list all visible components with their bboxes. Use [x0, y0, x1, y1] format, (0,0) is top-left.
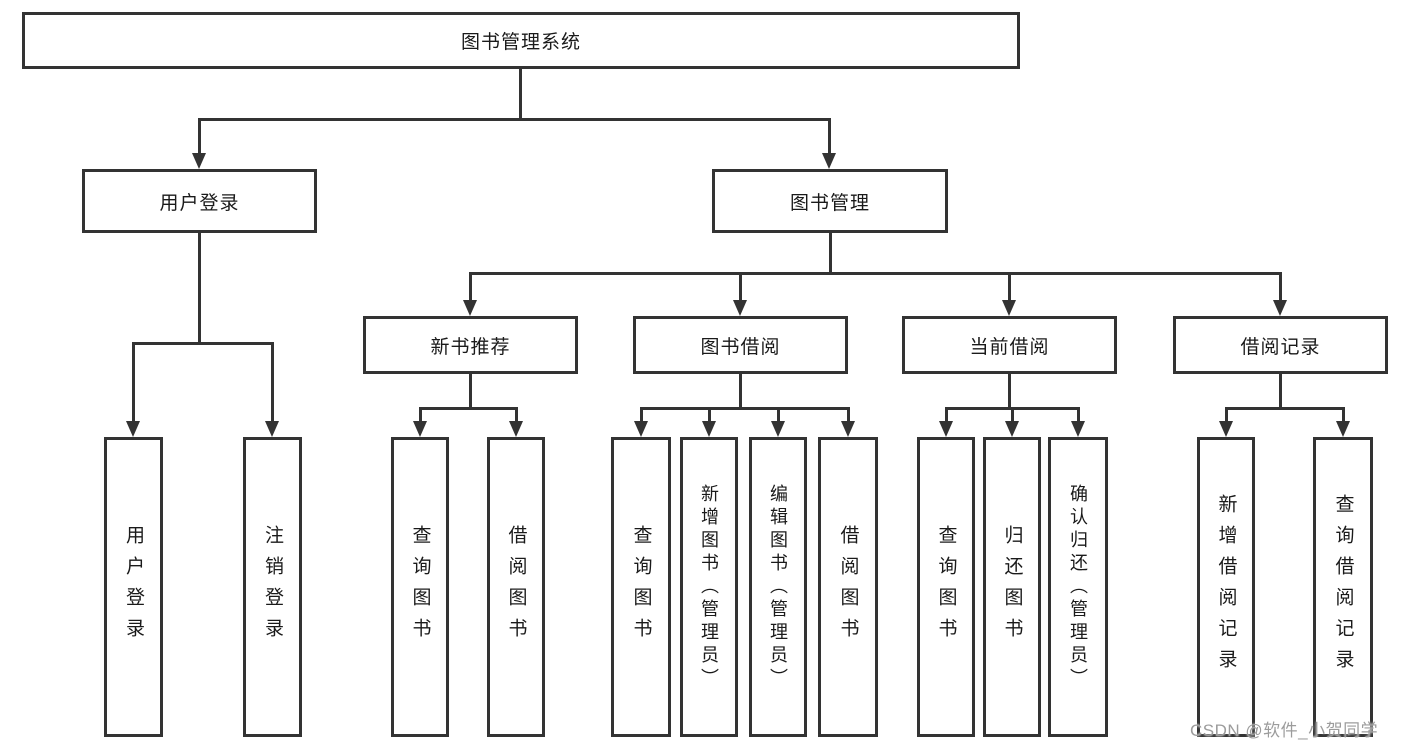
arrowhead-cb-query — [939, 421, 953, 437]
connector-user-login-split — [132, 342, 274, 345]
connector-user-login-stem — [198, 232, 201, 344]
arrowhead-cb-confirm — [1071, 421, 1085, 437]
connector-arrow-shaft-cb-query — [945, 407, 948, 424]
leaf-user-login-label: 用户登录 — [123, 525, 144, 649]
connector-arrow-shaft-book-mgmt — [828, 118, 831, 155]
connector-arrow-shaft-leaf-logout — [271, 342, 274, 423]
arrowhead-new-book — [463, 300, 477, 316]
node-book-mgmt: 图书管理 — [712, 169, 948, 233]
connector-arrow-shaft-current-borrow — [1008, 272, 1011, 302]
leaf-newbook-borrow-label: 借阅图书 — [505, 525, 527, 649]
connector-book-borrow-stem — [739, 373, 742, 409]
arrowhead-nb-borrow — [509, 421, 523, 437]
leaf-newbook-query-label: 查询图书 — [409, 525, 431, 649]
leaf-record-add-label: 新增借阅记录 — [1215, 494, 1237, 680]
arrowhead-book-mgmt — [822, 153, 836, 169]
node-new-book: 新书推荐 — [363, 316, 578, 374]
connector-current-borrow-stem — [1008, 373, 1011, 409]
leaf-bookborrow-borrow-label: 借阅图书 — [837, 525, 859, 649]
connector-book-borrow-split — [640, 407, 850, 410]
leaf-newbook-borrow: 借阅图书 — [487, 437, 545, 737]
connector-arrow-shaft-bb-edit — [777, 407, 780, 424]
leaf-user-login: 用户登录 — [104, 437, 163, 737]
leaf-current-return: 归还图书 — [983, 437, 1041, 737]
connector-arrow-shaft-borrow-record — [1279, 272, 1282, 302]
leaf-record-query: 查询借阅记录 — [1313, 437, 1373, 737]
leaf-record-add: 新增借阅记录 — [1197, 437, 1255, 737]
connector-new-book-stem — [469, 373, 472, 409]
arrowhead-current-borrow — [1002, 300, 1016, 316]
connector-arrow-shaft-br-add — [1225, 407, 1228, 424]
node-book-borrow: 图书借阅 — [633, 316, 848, 374]
leaf-bookborrow-borrow: 借阅图书 — [818, 437, 878, 737]
arrowhead-bb-add — [702, 421, 716, 437]
leaf-bookborrow-add: 新增图书（管理员） — [680, 437, 738, 737]
connector-arrow-shaft-user-login — [198, 118, 201, 155]
connector-arrow-shaft-book-borrow — [739, 272, 742, 302]
connector-arrow-shaft-nb-query — [419, 407, 422, 424]
leaf-newbook-query: 查询图书 — [391, 437, 449, 737]
connector-arrow-shaft-cb-return — [1011, 407, 1014, 424]
arrowhead-bb-borrow — [841, 421, 855, 437]
leaf-current-query-label: 查询图书 — [935, 525, 957, 649]
connector-new-book-split — [419, 407, 518, 410]
leaf-bookborrow-edit-label: 编辑图书（管理员） — [768, 483, 788, 691]
node-current-borrow-label: 当前借阅 — [969, 336, 1050, 358]
connector-level2-split — [198, 118, 831, 121]
arrowhead-bb-edit — [771, 421, 785, 437]
node-book-mgmt-label: 图书管理 — [789, 192, 870, 214]
node-root: 图书管理系统 — [22, 12, 1020, 69]
connector-arrow-shaft-leaf-user-login — [132, 342, 135, 423]
node-root-label: 图书管理系统 — [460, 32, 581, 53]
connector-level3-split — [469, 272, 1282, 275]
leaf-current-confirm-label: 确认归还（管理员） — [1068, 483, 1088, 691]
arrowhead-leaf-logout — [265, 421, 279, 437]
connector-borrow-record-split — [1225, 407, 1345, 410]
leaf-bookborrow-query: 查询图书 — [611, 437, 671, 737]
connector-arrow-shaft-new-book — [469, 272, 472, 302]
node-borrow-record: 借阅记录 — [1173, 316, 1388, 374]
node-user-login-label: 用户登录 — [159, 192, 240, 214]
arrowhead-user-login — [192, 153, 206, 169]
leaf-current-query: 查询图书 — [917, 437, 975, 737]
arrowhead-br-query — [1336, 421, 1350, 437]
node-book-borrow-label: 图书借阅 — [700, 336, 781, 358]
connector-arrow-shaft-cb-confirm — [1077, 407, 1080, 424]
connector-borrow-record-stem — [1279, 373, 1282, 409]
node-current-borrow: 当前借阅 — [902, 316, 1117, 374]
connector-arrow-shaft-bb-query — [640, 407, 643, 424]
arrowhead-br-add — [1219, 421, 1233, 437]
node-new-book-label: 新书推荐 — [430, 336, 511, 358]
connector-root-stem — [519, 68, 522, 120]
leaf-bookborrow-query-label: 查询图书 — [630, 525, 652, 649]
arrowhead-book-borrow — [733, 300, 747, 316]
leaf-current-confirm: 确认归还（管理员） — [1048, 437, 1108, 737]
leaf-bookborrow-add-label: 新增图书（管理员） — [699, 483, 719, 691]
watermark: CSDN @软件_小贺同学 — [1190, 721, 1379, 740]
arrowhead-leaf-user-login — [126, 421, 140, 437]
connector-arrow-shaft-bb-borrow — [847, 407, 850, 424]
connector-book-mgmt-stem — [829, 232, 832, 274]
node-borrow-record-label: 借阅记录 — [1240, 336, 1321, 358]
connector-arrow-shaft-nb-borrow — [515, 407, 518, 424]
node-user-login: 用户登录 — [82, 169, 317, 233]
leaf-logout-label: 注销登录 — [262, 525, 283, 649]
connector-arrow-shaft-bb-add — [708, 407, 711, 424]
connector-arrow-shaft-br-query — [1342, 407, 1345, 424]
leaf-logout: 注销登录 — [243, 437, 302, 737]
arrowhead-bb-query — [634, 421, 648, 437]
arrowhead-nb-query — [413, 421, 427, 437]
arrowhead-borrow-record — [1273, 300, 1287, 316]
leaf-current-return-label: 归还图书 — [1001, 525, 1023, 649]
leaf-record-query-label: 查询借阅记录 — [1332, 494, 1354, 680]
arrowhead-cb-return — [1005, 421, 1019, 437]
leaf-bookborrow-edit: 编辑图书（管理员） — [749, 437, 807, 737]
